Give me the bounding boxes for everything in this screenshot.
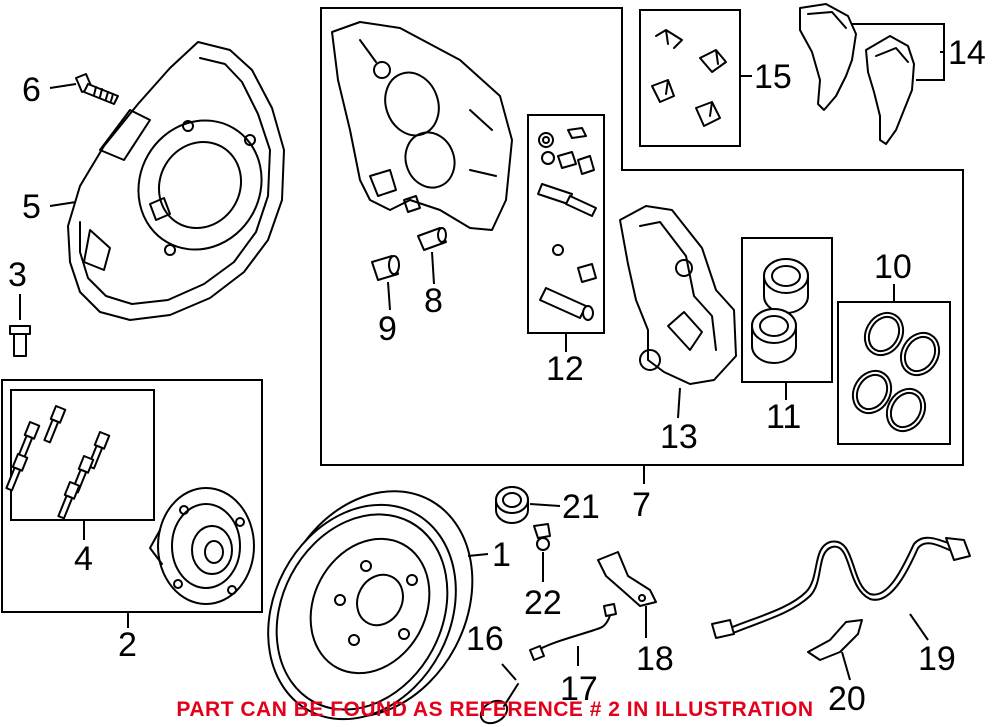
hardware-kit-box-15 xyxy=(639,9,741,147)
hub-bearing-assembly xyxy=(149,487,255,605)
hub-assembly-box-2 xyxy=(1,379,263,613)
bracket-part-20 xyxy=(807,619,863,661)
brake-pads-part-14 xyxy=(799,3,915,145)
callout-6: 6 xyxy=(22,71,41,109)
stud-kit-box-4 xyxy=(10,389,155,521)
cap-part-21 xyxy=(495,486,529,524)
bolt-part-3 xyxy=(9,325,31,357)
piston-part-11 xyxy=(751,258,809,364)
bolt-part-6 xyxy=(75,73,119,105)
callout-2: 2 xyxy=(118,626,137,664)
caliper-bracket-part-13 xyxy=(619,205,737,385)
callout-22: 22 xyxy=(524,584,562,622)
guide-pin-kit-part-12 xyxy=(537,127,597,321)
callout-20: 20 xyxy=(828,680,866,718)
dust-shield-part-5 xyxy=(67,41,285,321)
callout-8: 8 xyxy=(424,282,443,320)
callout-10: 10 xyxy=(874,248,912,286)
callout-19: 19 xyxy=(918,640,956,678)
brake-rotor-part-1 xyxy=(267,490,474,721)
brake-caliper xyxy=(331,21,513,231)
wear-sensor-part-16 xyxy=(479,683,519,725)
callout-3: 3 xyxy=(8,256,27,294)
bushing-part-8 xyxy=(417,227,447,251)
callout-16: 16 xyxy=(466,620,504,658)
hardware-kit-part-15 xyxy=(651,29,727,127)
callout-4: 4 xyxy=(74,540,93,578)
callout-14: 14 xyxy=(948,34,986,72)
callout-5: 5 xyxy=(22,188,41,226)
callout-17: 17 xyxy=(560,670,598,708)
seal-kit-part-10 xyxy=(851,311,941,433)
callout-7: 7 xyxy=(632,486,651,524)
callout-12: 12 xyxy=(546,350,584,388)
assembly-box-7 xyxy=(320,7,964,466)
callout-9: 9 xyxy=(378,310,397,348)
clip-part-22 xyxy=(533,523,551,551)
wheel-stud-kit-part-4 xyxy=(5,405,111,520)
callout-labels: 6 5 3 4 2 1 21 22 8 9 12 13 11 10 7 15 1… xyxy=(8,34,986,718)
boot-part-9 xyxy=(371,255,400,281)
callout-1: 1 xyxy=(492,536,511,574)
callout-11: 11 xyxy=(766,398,801,436)
reference-note: PART CAN BE FOUND AS REFERENCE # 2 IN IL… xyxy=(176,698,813,721)
callout-15: 15 xyxy=(754,58,792,96)
callout-13: 13 xyxy=(660,418,698,456)
leader-lines xyxy=(19,23,945,681)
sensor-harness-part-17 xyxy=(529,603,617,661)
callout-18: 18 xyxy=(636,640,674,678)
bracket-part-18 xyxy=(597,551,657,607)
abs-sensor-part-19 xyxy=(711,536,971,639)
callout-21: 21 xyxy=(562,488,600,526)
